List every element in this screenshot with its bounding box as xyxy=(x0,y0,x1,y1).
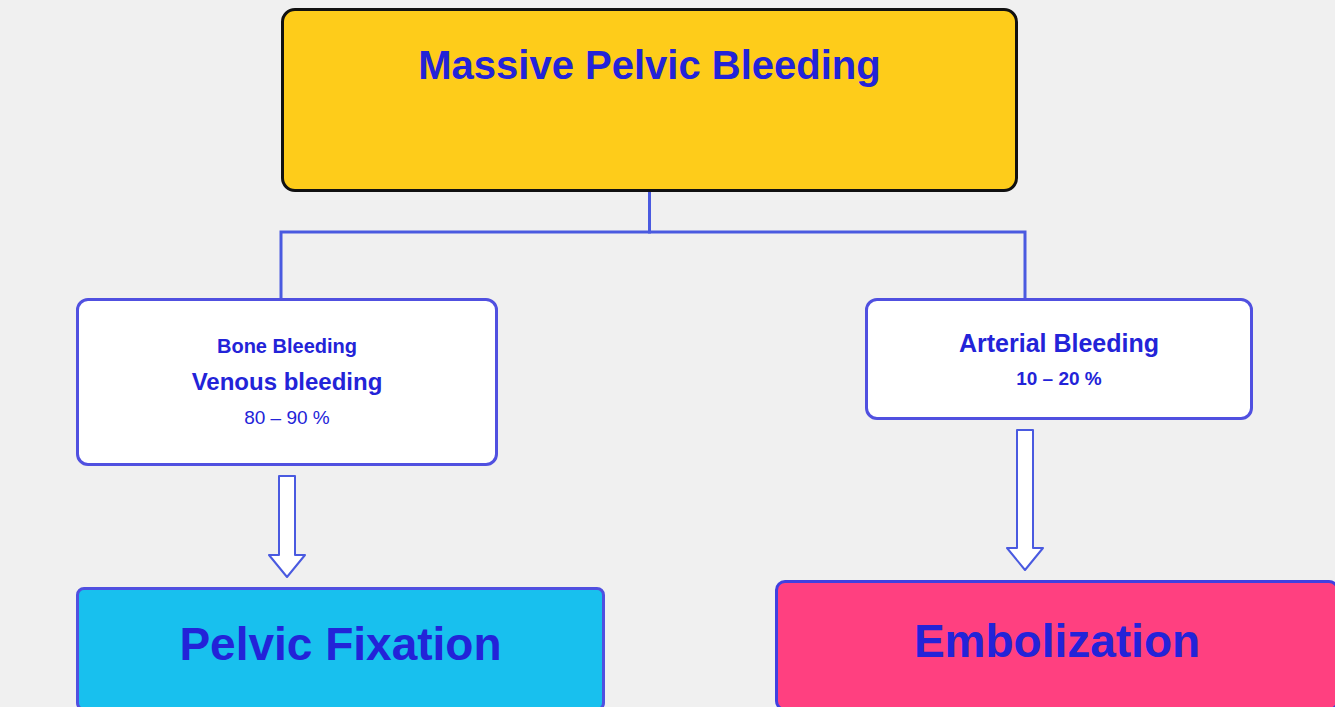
node-text: Embolization xyxy=(914,614,1200,669)
node-text: Venous bleeding xyxy=(192,368,383,397)
treatment-box: Embolization xyxy=(775,580,1335,707)
node-text: 80 – 90 % xyxy=(244,407,330,430)
node-text: 10 – 20 % xyxy=(1016,368,1102,391)
hollow-arrow xyxy=(1007,430,1043,570)
venous-box: Bone BleedingVenous bleeding 80 – 90 % xyxy=(76,298,498,466)
node-text: Massive Pelvic Bleeding xyxy=(418,41,880,89)
node-text: Bone Bleeding xyxy=(217,334,357,358)
node-text: Pelvic Fixation xyxy=(179,617,501,672)
branch-line xyxy=(650,192,1026,298)
treatment-box: Pelvic Fixation xyxy=(76,587,605,707)
hollow-arrow xyxy=(269,476,305,577)
arterial-box: Arterial Bleeding 10 – 20 % xyxy=(865,298,1253,420)
branch-line xyxy=(281,192,650,298)
node-text: Arterial Bleeding xyxy=(959,328,1159,358)
root-box: Massive Pelvic Bleeding xyxy=(281,8,1018,192)
